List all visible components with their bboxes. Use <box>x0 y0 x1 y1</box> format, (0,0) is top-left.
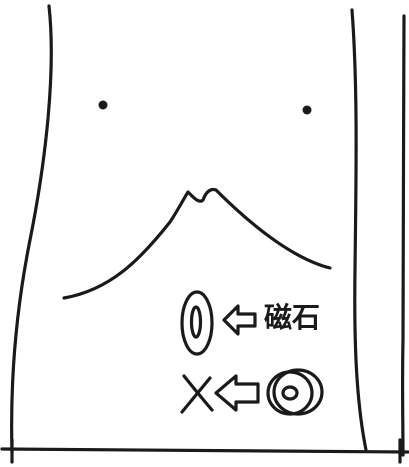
magnet-side-view-inner <box>189 305 203 339</box>
wrong-cross-mark <box>180 374 214 414</box>
left-body-outline <box>10 4 53 454</box>
far-right-edge-line <box>400 14 406 457</box>
baseline <box>0 447 409 454</box>
peak-shape <box>62 187 332 300</box>
right-dot <box>302 105 312 115</box>
magnet-face-view-outer <box>266 370 314 416</box>
right-body-outline <box>350 8 368 452</box>
left-dot <box>98 100 108 110</box>
magnet-face-view-inner <box>281 385 299 401</box>
arrow-from-face-magnet <box>214 374 260 412</box>
magnet-label: 磁石 <box>264 301 320 334</box>
magnet-side-view-outer <box>180 290 214 356</box>
arrow-to-magnet <box>222 304 257 336</box>
